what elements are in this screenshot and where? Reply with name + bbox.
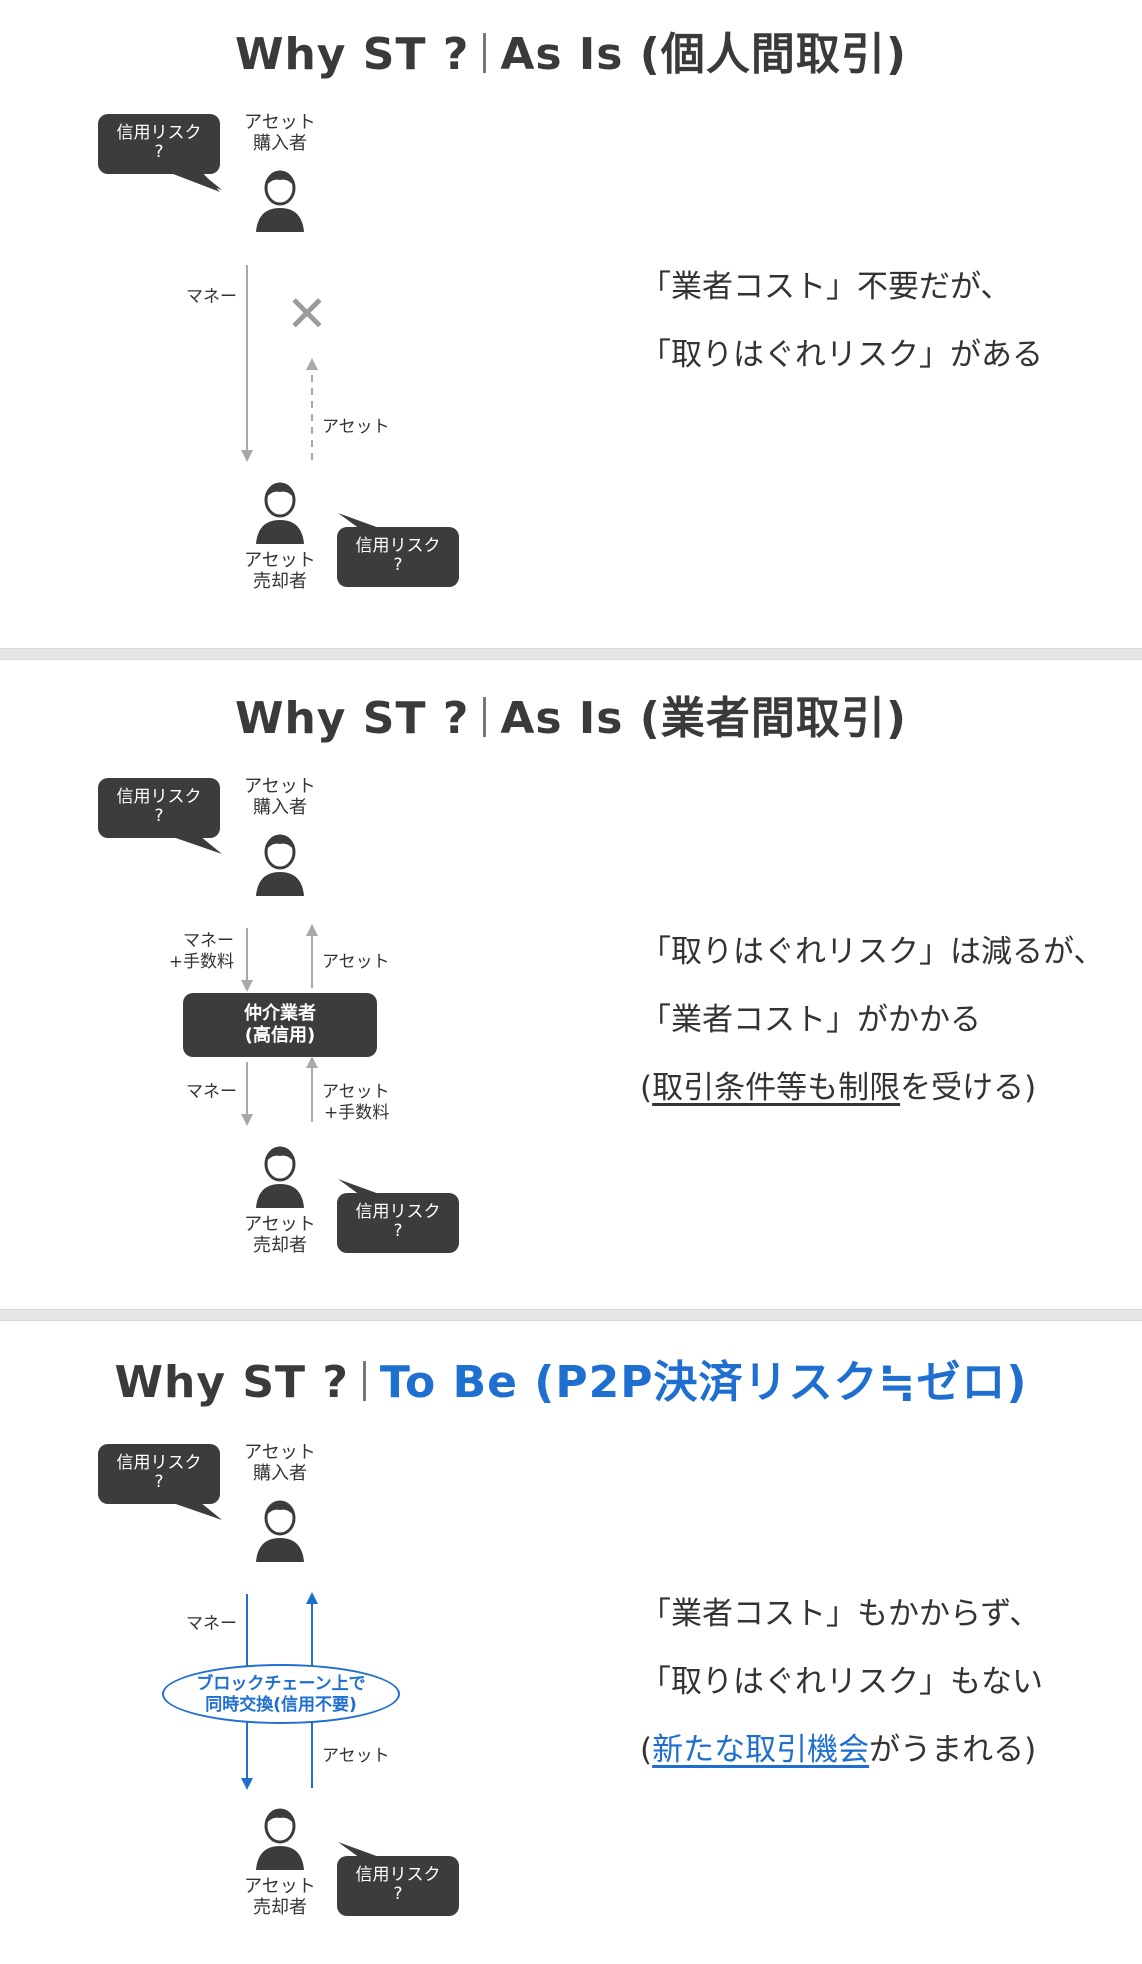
summary-line: 「取りはぐれリスク」は減るが、 [640, 934, 1105, 970]
panel-2-summary: 「取りはぐれリスク」は減るが、 「業者コスト」がかかる (取引条件等も制限を受け… [640, 918, 1104, 1122]
blockchain-exchange-oval: ブロックチェーン上で 同時交換(信用不要) [162, 1664, 400, 1724]
title-suffix: As Is (個人間取引) [500, 29, 908, 80]
panel-3-title: Why ST ? To Be (P2P決済リスク≒ゼロ) [0, 1346, 1142, 1410]
summary-line: 「取りはぐれリスク」がある [640, 337, 1043, 373]
seller-label: アセット 売却者 [240, 1876, 320, 1918]
section-divider-2 [0, 1309, 1142, 1321]
summary-line: (取引条件等も制限を受ける) [640, 1054, 1104, 1122]
bubble-question: ? [393, 555, 403, 575]
role-line: 売却者 [253, 1897, 307, 1918]
seller-label: アセット 売却者 [240, 1214, 320, 1256]
title-prefix: Why ST ? [234, 29, 470, 80]
oval-line: ブロックチェーン上で [196, 1674, 366, 1694]
summary-rest: がうまれる) [869, 1732, 1037, 1768]
paren-open: ( [640, 1732, 653, 1768]
role-line: アセット [244, 112, 316, 133]
summary-line: 「取りはぐれリスク」もない [640, 1664, 1043, 1700]
seller-label: アセット 売却者 [240, 550, 320, 592]
person-icon [256, 1500, 304, 1562]
money-fee-label: マネー +手数料 [148, 931, 234, 973]
bubble-text: 信用リスク [116, 787, 202, 807]
title-separator [483, 697, 487, 737]
role-line: 購入者 [253, 797, 307, 818]
buyer-credit-risk-bubble: 信用リスク ? [98, 114, 220, 192]
bubble-text: 信用リスク [355, 1865, 441, 1885]
person-icon [256, 1146, 304, 1208]
bubble-tails [170, 172, 382, 1858]
title-prefix: Why ST ? [114, 1357, 349, 1408]
buyer-label: アセット 購入者 [240, 776, 320, 818]
bubble-question: ? [154, 142, 164, 162]
underlined-phrase: 新たな取引機会 [652, 1732, 870, 1768]
role-line: アセット [244, 1214, 316, 1235]
person-icon [256, 170, 304, 232]
person-icon [256, 834, 304, 896]
paren-open: ( [640, 1070, 653, 1106]
label-line: マネー [183, 931, 234, 951]
seller-credit-risk-bubble: 信用リスク ? [337, 1856, 459, 1916]
cross-icon: ✕ [286, 285, 328, 343]
asset-label: アセット [322, 417, 390, 437]
bubble-question: ? [154, 1472, 164, 1492]
role-line: アセット [244, 550, 316, 571]
label-line: +手数料 [168, 952, 234, 972]
role-line: アセット [244, 776, 316, 797]
summary-line: 「業者コスト」不要だが、 [640, 269, 1012, 305]
role-line: アセット [244, 1442, 316, 1463]
person-icon [256, 1808, 304, 1870]
money-label: マネー [186, 1614, 237, 1634]
oval-line: 同時交換(信用不要) [205, 1695, 357, 1715]
summary-line: 「業者コスト」もかからず、 [640, 1596, 1041, 1632]
panel-1-summary: 「業者コスト」不要だが、 「取りはぐれリスク」がある [640, 253, 1043, 389]
broker-box: 仲介業者 (高信用) [183, 993, 377, 1057]
person-icon [256, 482, 304, 544]
panel-3-summary: 「業者コスト」もかからず、 「取りはぐれリスク」もない (新たな取引機会がうまれ… [640, 1580, 1043, 1784]
title-separator [483, 33, 487, 73]
money-label: マネー [186, 287, 237, 307]
summary-rest: を受ける) [900, 1070, 1037, 1106]
role-line: 購入者 [253, 133, 307, 154]
title-separator [362, 1361, 366, 1401]
panel-2-title: Why ST ? As Is (業者間取引) [0, 682, 1142, 746]
bubble-text: 信用リスク [116, 1453, 202, 1473]
seller-credit-risk-bubble: 信用リスク ? [337, 527, 459, 587]
title-suffix: As Is (業者間取引) [500, 693, 908, 744]
section-divider-1 [0, 648, 1142, 660]
role-line: 売却者 [253, 571, 307, 592]
buyer-label: アセット 購入者 [240, 1442, 320, 1484]
title-prefix: Why ST ? [234, 693, 470, 744]
panel-1-title: Why ST ? As Is (個人間取引) [0, 18, 1142, 82]
label-line: アセット [322, 1082, 390, 1102]
money-bottom-label: マネー [186, 1082, 237, 1102]
buyer-credit-risk-bubble: 信用リスク ? [98, 1444, 220, 1504]
role-line: 売却者 [253, 1235, 307, 1256]
bubble-text: 信用リスク [116, 123, 202, 143]
summary-line: (新たな取引機会がうまれる) [640, 1716, 1043, 1784]
title-suffix: To Be (P2P決済リスク≒ゼロ) [379, 1357, 1028, 1408]
role-line: アセット [244, 1876, 316, 1897]
asset-fee-label: アセット +手数料 [322, 1082, 390, 1124]
bubble-text: 信用リスク [355, 1202, 441, 1222]
broker-line: (高信用) [244, 1025, 316, 1046]
label-line: +手数料 [324, 1103, 390, 1123]
asset-label: アセット [322, 1746, 390, 1766]
bubble-question: ? [393, 1884, 403, 1904]
asset-top-label: アセット [322, 952, 390, 972]
bubble-question: ? [154, 806, 164, 826]
underlined-phrase: 取引条件等も制限 [652, 1070, 901, 1106]
bubble-text: 信用リスク [355, 536, 441, 556]
broker-line: 仲介業者 [244, 1003, 316, 1024]
bubble-question: ? [393, 1221, 403, 1241]
role-line: 購入者 [253, 1463, 307, 1484]
seller-credit-risk-bubble: 信用リスク ? [337, 1193, 459, 1253]
buyer-credit-risk-bubble: 信用リスク ? [98, 778, 220, 838]
summary-line: 「業者コスト」がかかる [640, 1002, 981, 1038]
buyer-label: アセット 購入者 [240, 112, 320, 154]
bubble-tail [168, 172, 220, 192]
